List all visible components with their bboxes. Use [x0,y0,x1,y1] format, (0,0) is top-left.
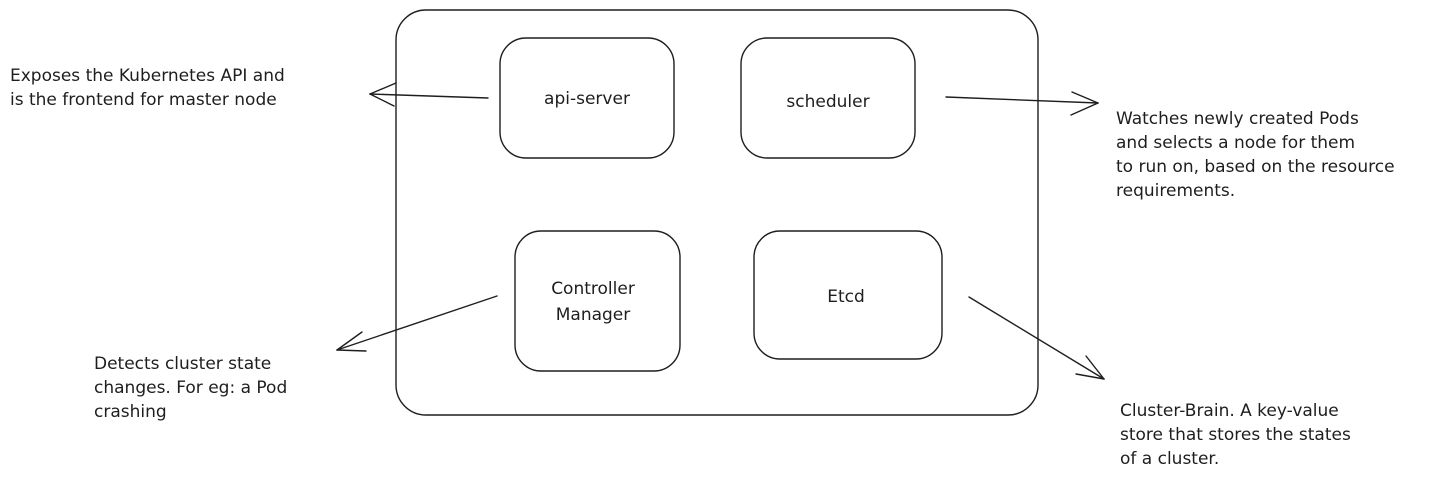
scheduler-annotation: Watches newly created Pods and selects a… [1116,107,1395,203]
annotation-line: store that stores the states [1120,425,1351,445]
annotation-line: and selects a node for them [1116,133,1356,153]
annotation-line: Watches newly created Pods [1116,109,1359,129]
scheduler-box [740,37,916,159]
api-server-box [499,37,675,159]
scheduler-label: scheduler [786,92,869,112]
annotation-line: crashing [94,402,167,422]
etcd-box [753,230,943,360]
controller-manager-annotation: Detects cluster state changes. For eg: a… [94,352,287,424]
controller-manager-arrow [336,295,498,352]
api-server-arrow [369,82,489,107]
controller-manager-label-line-1: Controller [551,279,635,299]
annotation-line: Detects cluster state [94,354,272,374]
annotation-line: Cluster-Brain. A key-value [1120,401,1339,421]
master-node-container [395,9,1039,416]
api-server-label: api-server [544,89,630,109]
etcd-arrow [968,296,1105,380]
controller-manager-box [514,230,681,372]
annotation-line: changes. For eg: a Pod [94,378,288,398]
annotation-line: requirements. [1116,181,1236,201]
annotation-line: to run on, based on the resource [1116,157,1395,177]
annotation-line: of a cluster. [1120,449,1220,469]
api-server-annotation: Exposes the Kubernetes API and is the fr… [10,64,285,112]
etcd-annotation: Cluster-Brain. A key-value store that st… [1120,399,1351,471]
annotation-line: is the frontend for master node [10,90,277,110]
controller-manager-label-line-2: Manager [556,305,631,325]
scheduler-arrow [945,91,1099,116]
annotation-line: Exposes the Kubernetes API and [10,66,285,86]
etcd-label: Etcd [827,287,865,307]
